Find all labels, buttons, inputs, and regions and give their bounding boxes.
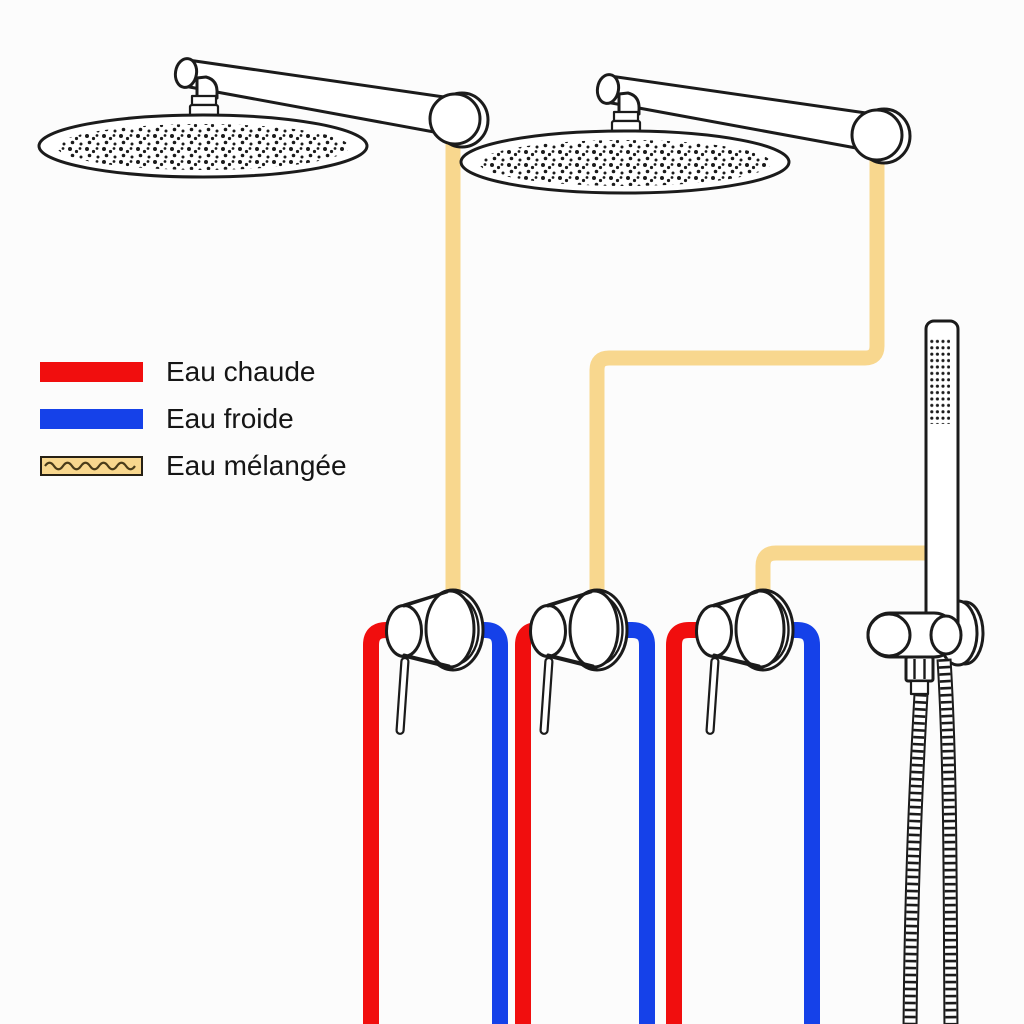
mixed-pipe-head-right [589,142,885,600]
legend-label-cold: Eau froide [166,403,294,434]
hand-shower-unit [866,319,985,1024]
hose-connector-nut [904,655,935,683]
hose-connector-collar [909,679,930,696]
legend: Eau chaude Eau froide Eau mélangée [40,356,347,503]
mixed-pipe-hand-shower [755,545,930,600]
mixer-valve-right [695,588,795,736]
wavy-line-icon [44,461,136,471]
rain-shower-head-right [459,71,912,195]
cold-pipe-valve-right [763,622,820,1024]
cold-pipe-valve-center [597,622,655,1024]
shower-hose-right [936,658,959,1024]
mixer-valve-left [385,588,485,736]
mixed-water-swatch [40,456,143,476]
hot-pipe-valve-right [666,622,763,1024]
legend-item-mixed: Eau mélangée [40,450,347,481]
rain-shower-head-left [37,55,490,179]
legend-item-hot: Eau chaude [40,356,347,387]
legend-label-mixed: Eau mélangée [166,450,347,481]
legend-item-cold: Eau froide [40,403,347,434]
hot-pipe-valve-center [515,622,597,1024]
mixer-valve-center [529,588,629,736]
cold-pipe-valve-left [453,622,508,1024]
legend-label-hot: Eau chaude [166,356,316,387]
bracket-cylinder-cap-left [866,612,912,658]
hand-shower-spray-face [928,338,950,424]
shower-hose-left [902,693,929,1024]
bracket-cylinder-cap-right [929,614,963,656]
hot-water-swatch [40,362,143,382]
hot-pipe-valve-left [363,622,453,1024]
cold-water-swatch [40,409,143,429]
